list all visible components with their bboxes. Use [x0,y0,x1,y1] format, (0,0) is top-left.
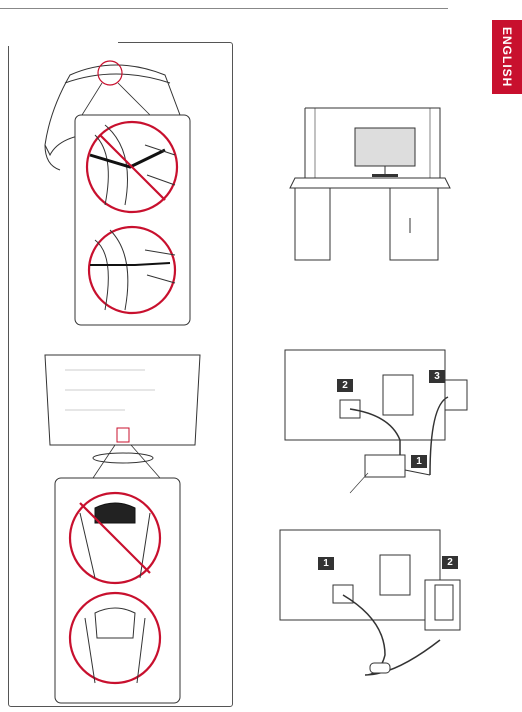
language-tab: ENGLISH [492,20,522,94]
language-tab-label: ENGLISH [500,27,514,87]
step-badge-3: 3 [429,370,445,383]
wall-outlet-icon [445,380,467,410]
panel-notch [8,38,118,46]
monitor-rear-illustration [35,350,205,465]
step-badge-1: 1 [411,455,427,468]
power-connection-diagram [280,345,470,500]
desk-illustration [290,98,450,263]
power-adapter-icon [365,455,405,477]
monitor-icon [355,128,415,177]
step-badge-1b: 1 [318,557,334,570]
step-badge-2b: 2 [442,556,458,569]
stand-neck-zoom [55,478,180,703]
header-rule [0,8,448,9]
step-badge-2: 2 [337,379,353,392]
cable-clip-zoom [75,115,190,325]
power-connection-diagram-2 [275,525,475,700]
